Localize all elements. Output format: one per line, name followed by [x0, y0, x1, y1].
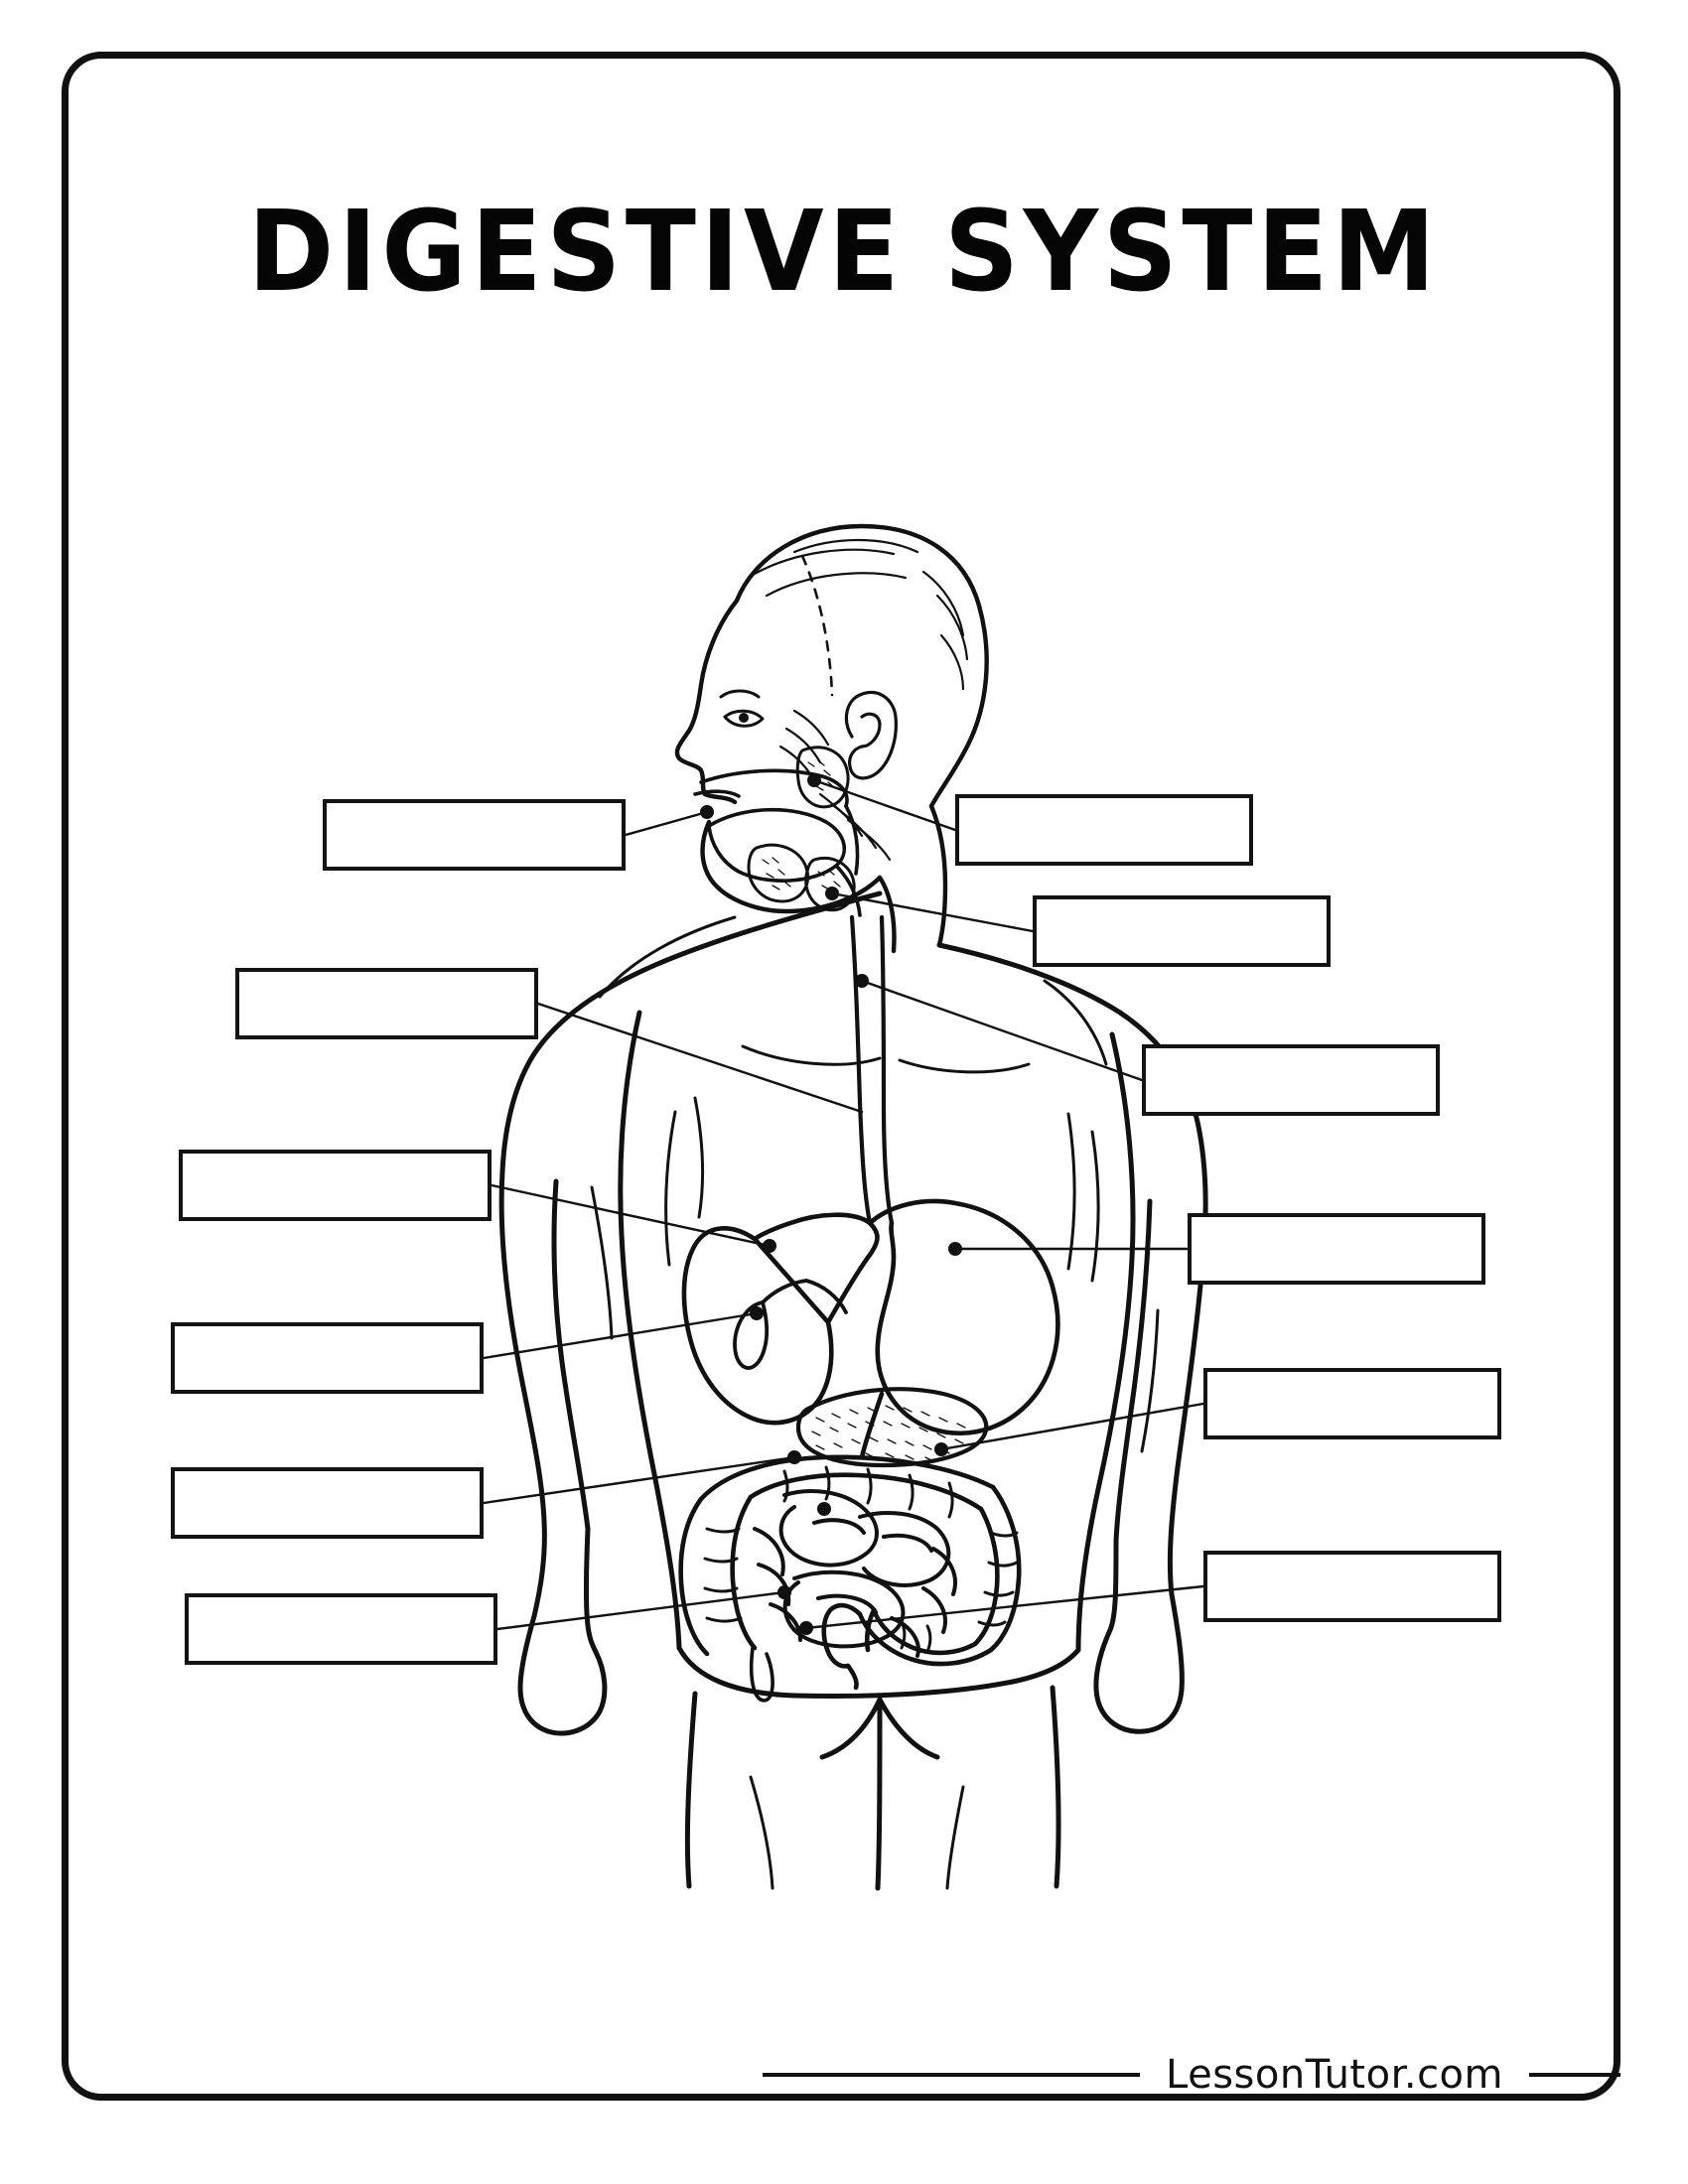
skull-inner-dotted	[800, 554, 834, 697]
footer-rule-left-icon	[763, 2073, 1141, 2077]
large-intestine	[678, 1454, 1022, 1691]
gland-stipple-3	[817, 869, 841, 890]
pancreas-stipple	[811, 1405, 966, 1462]
pointer-dots	[700, 773, 962, 1635]
blank-label-box[interactable]	[171, 1467, 484, 1539]
muscle-definition	[590, 915, 1160, 1890]
blank-label-box[interactable]	[1033, 895, 1331, 967]
blank-label-box[interactable]	[955, 794, 1253, 866]
blank-label-box[interactable]	[185, 1593, 497, 1665]
head-outline	[674, 523, 989, 954]
blank-label-box[interactable]	[1142, 1044, 1440, 1116]
liver	[681, 1212, 880, 1426]
stomach	[859, 1198, 1060, 1460]
colon-haustra	[703, 1465, 1019, 1654]
blank-label-box[interactable]	[171, 1322, 484, 1394]
footer-rule-right-icon	[1529, 2073, 1620, 2077]
page-title: DIGESTIVE SYSTEM	[247, 188, 1441, 317]
torso-outline	[498, 890, 1208, 1891]
appendix	[749, 1646, 774, 1703]
esophagus	[849, 914, 895, 1226]
blank-label-box[interactable]	[1203, 1551, 1501, 1622]
small-intestine	[753, 1489, 957, 1658]
blank-label-box[interactable]	[323, 799, 626, 871]
footer: LessonTutor.com	[62, 2047, 1620, 2103]
blank-label-box[interactable]	[179, 1150, 492, 1221]
cheek-hatching	[778, 709, 892, 862]
gland-stipple-2	[762, 857, 791, 890]
footer-brand: LessonTutor.com	[1166, 2052, 1503, 2098]
blank-label-box[interactable]	[1188, 1213, 1485, 1285]
gall-bladder	[733, 1279, 848, 1370]
blank-label-box[interactable]	[235, 968, 538, 1039]
ear	[844, 690, 898, 780]
blank-label-box[interactable]	[1203, 1368, 1501, 1439]
eye	[719, 689, 765, 728]
hair-hatching	[753, 538, 969, 691]
pancreas	[795, 1387, 989, 1468]
